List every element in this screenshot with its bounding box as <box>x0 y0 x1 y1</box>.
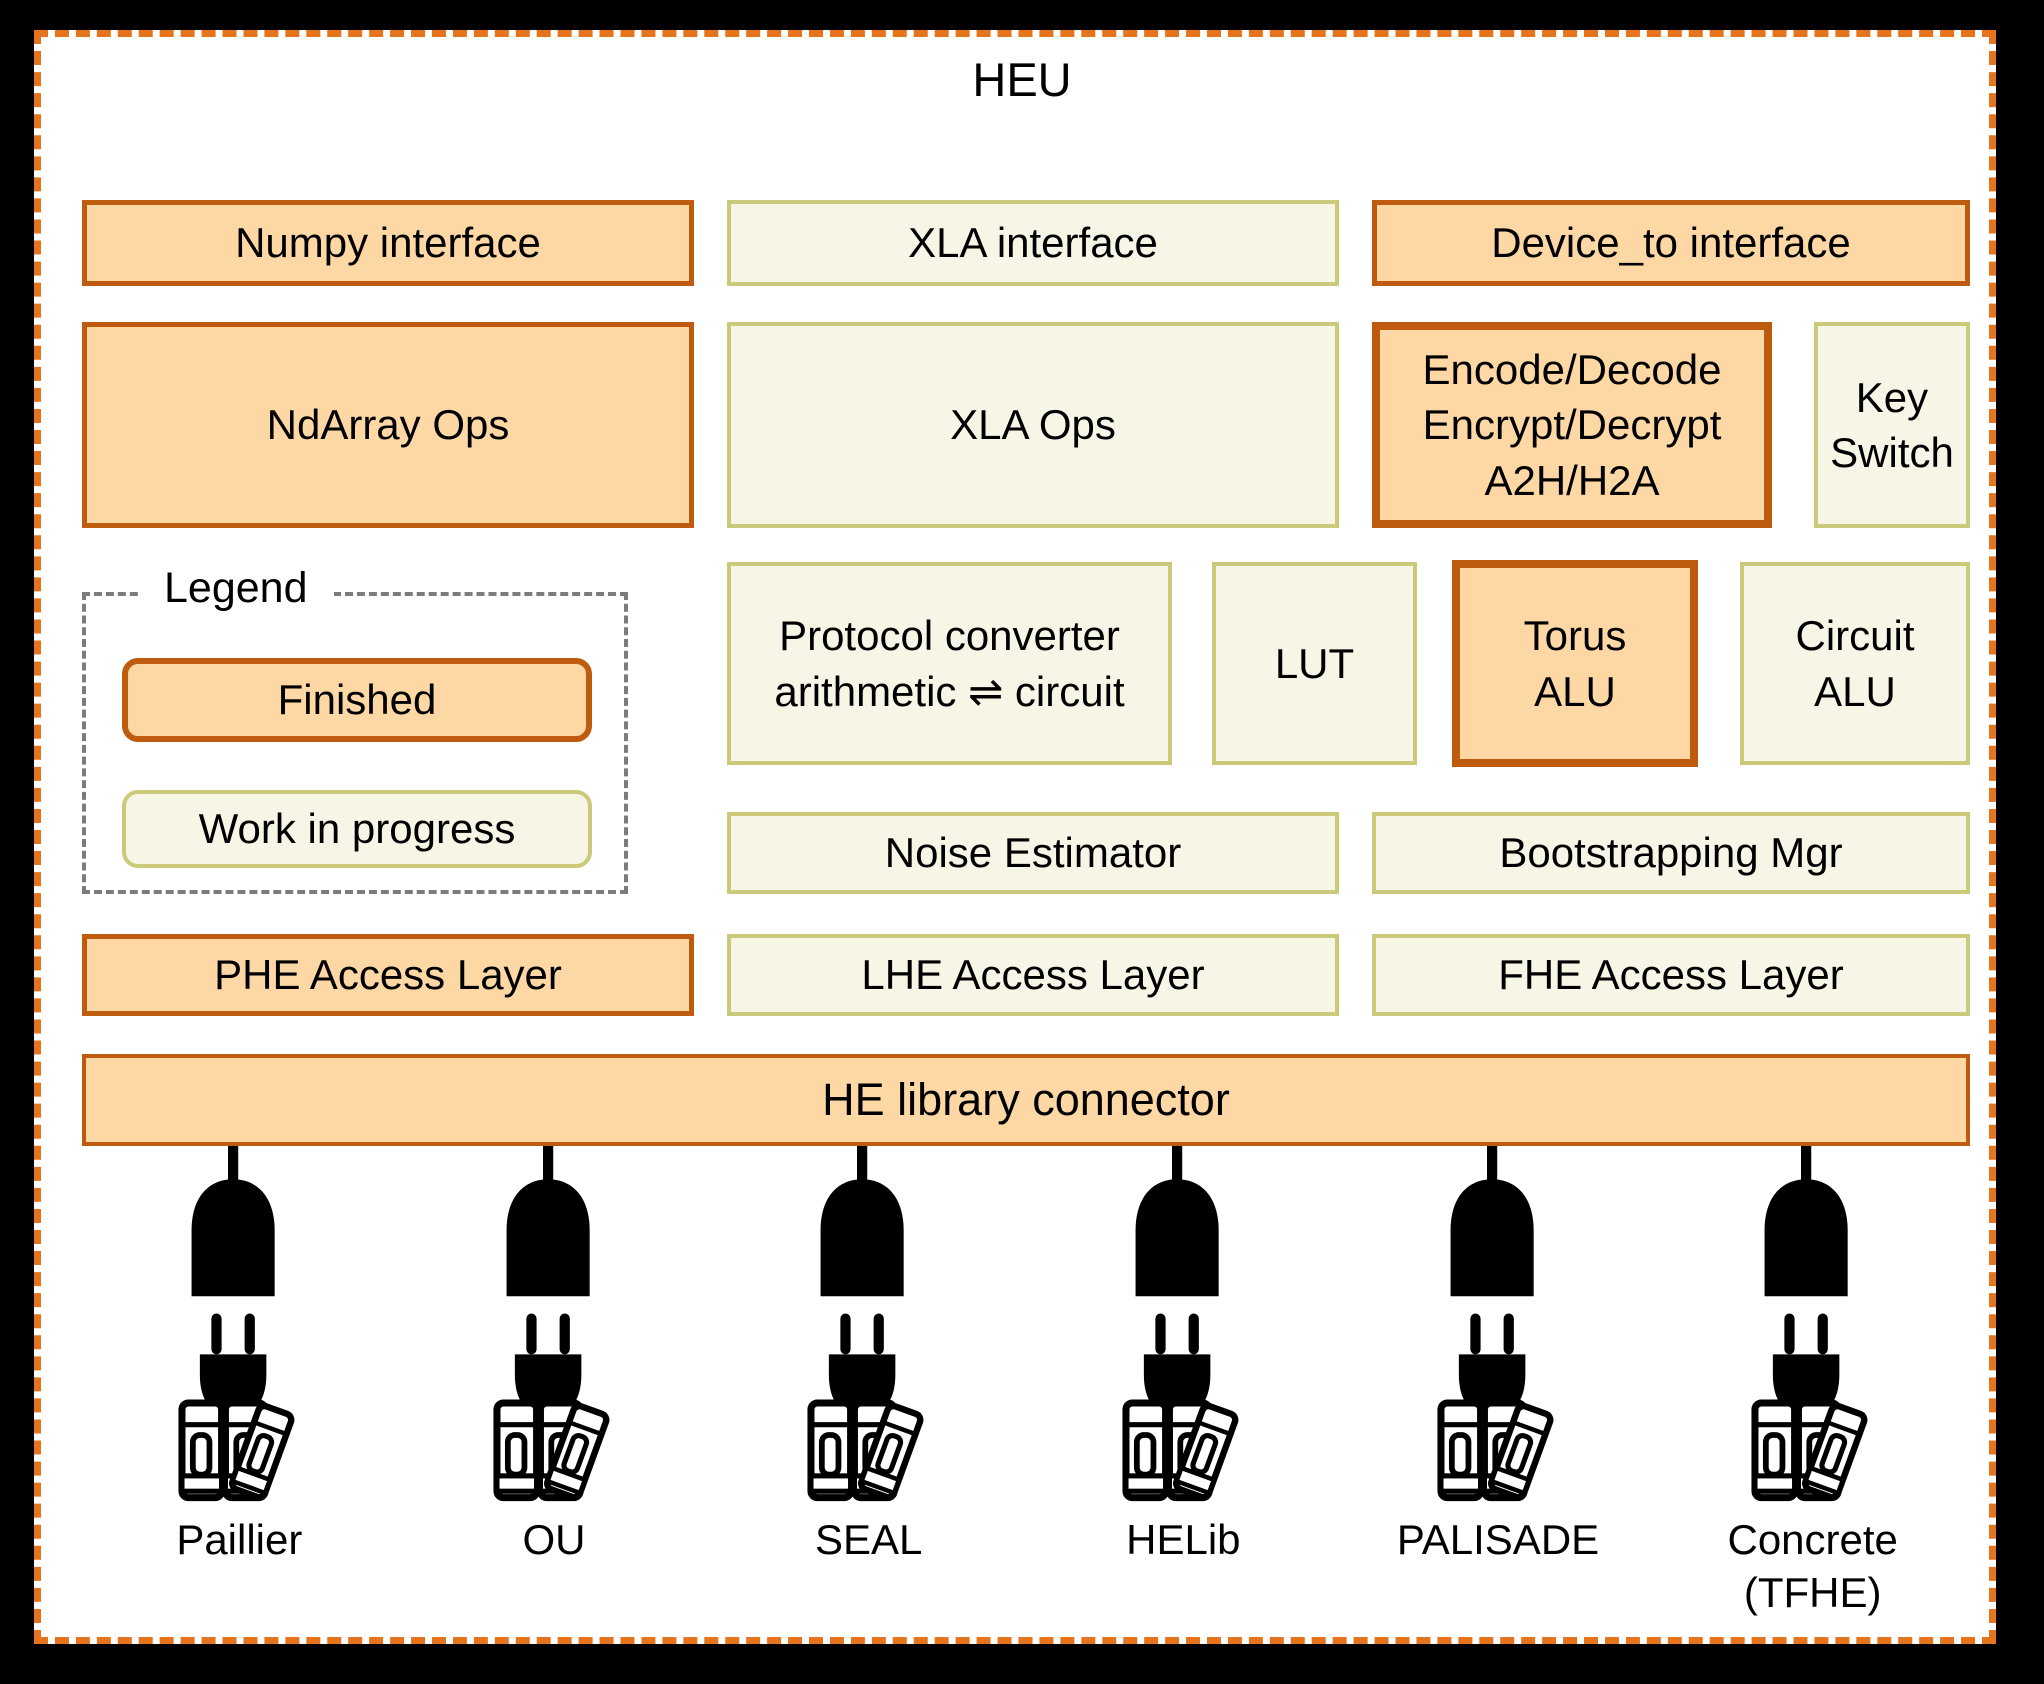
plug-books-icon <box>471 1146 638 1504</box>
legend-title: Legend <box>138 564 334 613</box>
legend-finished-chip: Finished <box>122 658 592 742</box>
box-noise-estimator: Noise Estimator <box>727 812 1339 894</box>
library-ou: OU <box>397 1146 712 1619</box>
plug-books-icon <box>1415 1146 1582 1504</box>
box-ndarray-ops: NdArray Ops <box>82 322 694 528</box>
box-torus-alu: Torus ALU <box>1452 560 1698 767</box>
plug-books-icon <box>785 1146 952 1504</box>
plug-icon <box>506 1146 590 1444</box>
library-label: HELib <box>1126 1516 1241 1563</box>
box-key-switch: Key Switch <box>1814 322 1970 528</box>
books-icon <box>182 1403 293 1499</box>
library-label: Concrete (TFHE) <box>1727 1516 1898 1616</box>
legend: Legend Finished Work in progress <box>82 564 628 894</box>
books-icon <box>1440 1403 1551 1499</box>
plug-icon <box>191 1146 275 1444</box>
box-he-library-connector: HE library connector <box>82 1054 1970 1146</box>
plug-icon <box>1135 1146 1219 1444</box>
library-label: PALISADE <box>1396 1516 1600 1563</box>
box-xla-interface: XLA interface <box>727 200 1339 286</box>
plug-icon <box>1450 1146 1534 1444</box>
box-device-to-interface: Device_to interface <box>1372 200 1970 286</box>
plug-icon <box>1764 1146 1848 1444</box>
library-paillier: Paillier <box>82 1146 397 1619</box>
library-palisade: PALISADE <box>1341 1146 1656 1619</box>
box-circuit-alu: Circuit ALU <box>1740 562 1970 765</box>
library-label: OU <box>522 1516 586 1563</box>
library-label: SEAL <box>814 1516 923 1563</box>
books-icon <box>496 1403 607 1499</box>
legend-wip-chip: Work in progress <box>122 790 592 868</box>
plug-books-icon <box>156 1146 323 1504</box>
box-phe-access-layer: PHE Access Layer <box>82 934 694 1016</box>
plug-icon <box>820 1146 904 1444</box>
box-lut: LUT <box>1212 562 1417 765</box>
page-title: HEU <box>972 53 1072 106</box>
library-concrete-tfhe: Concrete (TFHE) <box>1655 1146 1970 1619</box>
library-seal: SEAL <box>711 1146 1026 1619</box>
library-label: Paillier <box>176 1516 303 1563</box>
books-icon <box>1126 1403 1237 1499</box>
box-lhe-access-layer: LHE Access Layer <box>727 934 1339 1016</box>
books-icon <box>1755 1403 1866 1499</box>
books-icon <box>811 1403 922 1499</box>
box-protocol-converter: Protocol converter arithmetic ⇌ circuit <box>727 562 1172 765</box>
library-row: Paillier OU SEAL HELib <box>82 1146 1970 1619</box>
box-xla-ops: XLA Ops <box>727 322 1339 528</box>
box-encode-decode: Encode/Decode Encrypt/Decrypt A2H/H2A <box>1372 322 1772 528</box>
box-fhe-access-layer: FHE Access Layer <box>1372 934 1970 1016</box>
box-numpy-interface: Numpy interface <box>82 200 694 286</box>
box-bootstrapping-mgr: Bootstrapping Mgr <box>1372 812 1970 894</box>
plug-books-icon <box>1729 1146 1896 1504</box>
plug-books-icon <box>1100 1146 1267 1504</box>
library-helib: HELib <box>1026 1146 1341 1619</box>
